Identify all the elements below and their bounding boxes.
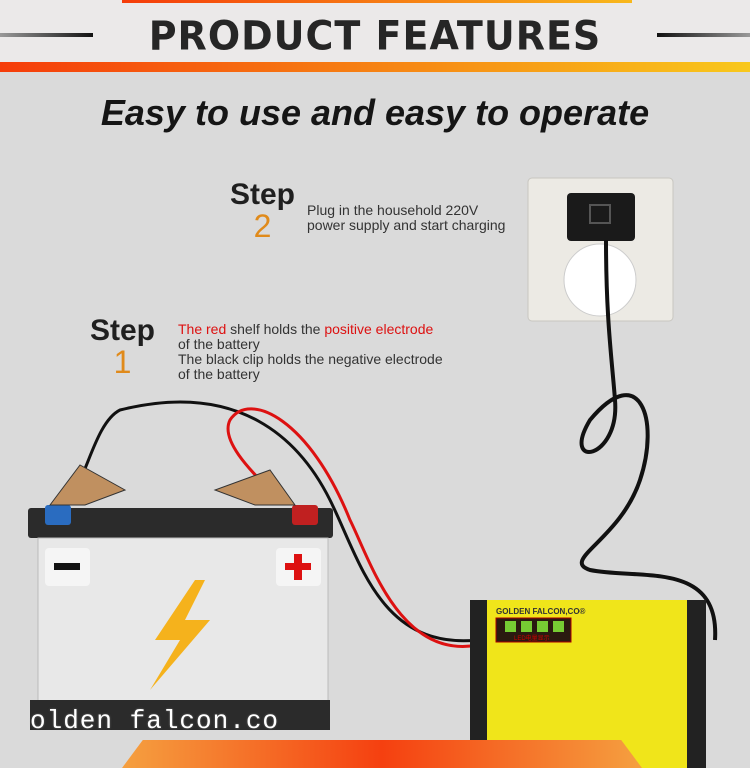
red-text: positive electrode [324, 321, 434, 337]
divider-right [657, 33, 750, 37]
red-text: The red [178, 321, 227, 337]
desc-line: of the battery [178, 336, 260, 352]
step-number: 2 [253, 208, 272, 244]
watermark: olden falcon.co [30, 706, 280, 736]
battery-top [28, 508, 333, 538]
charger-brand: GOLDEN FALCON,CO® [496, 607, 586, 616]
lightning-icon [150, 580, 210, 690]
step-label: Step [230, 178, 296, 211]
step-1-description: The red shelf holds the positive electro… [178, 322, 443, 382]
top-accent-bar [122, 0, 632, 3]
desc-line: The black clip holds the negative electr… [178, 351, 443, 367]
black-clip-icon [49, 464, 127, 506]
black-cable [78, 400, 479, 643]
desc-line: Plug in the household 220V [307, 202, 479, 218]
desc-line: power supply and start charging [307, 217, 506, 233]
minus-icon [54, 563, 80, 570]
red-cable [226, 407, 479, 649]
desc-text: shelf holds the [226, 321, 325, 337]
red-clip-icon [213, 469, 296, 506]
page-title: PRODUCT FEATURES [148, 12, 602, 60]
subtitle: Easy to use and easy to operate [100, 92, 650, 133]
step-label: Step [90, 314, 156, 347]
plug-icon [567, 193, 635, 241]
power-cable [579, 239, 718, 641]
step-number: 1 [113, 344, 132, 380]
divider-left [0, 33, 93, 37]
header-banner [0, 0, 750, 72]
orange-gradient-bar [0, 62, 750, 72]
step-2-description: Plug in the household 220V power supply … [307, 203, 505, 233]
led-label: LED电量显示 [514, 636, 550, 642]
bottom-accent-bar [122, 740, 642, 768]
desc-line: of the battery [178, 366, 260, 382]
